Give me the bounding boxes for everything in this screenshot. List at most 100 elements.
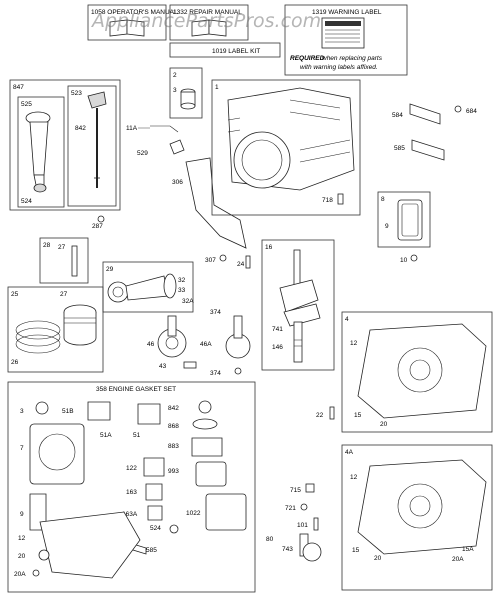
sump-gasket — [39, 511, 141, 579]
cam-gear — [157, 315, 187, 358]
gasket-label-20: 20 — [18, 553, 26, 560]
box-28: 28 27 — [39, 237, 89, 284]
label-27a: 27 — [58, 244, 66, 251]
cylinder-block — [227, 87, 355, 191]
label-306: 306 — [172, 179, 183, 186]
gasket-label-993: 993 — [168, 468, 179, 475]
box-8: 8 9 — [377, 191, 431, 248]
bushing-part — [180, 88, 196, 110]
label-684: 684 — [466, 108, 477, 115]
gasket-label-1022: 1022 — [186, 510, 201, 517]
box-4-label: 4 — [345, 316, 349, 323]
label-43: 43 — [159, 363, 167, 370]
label-26: 26 — [11, 359, 19, 366]
gasket-set-title: 358 ENGINE GASKET SET — [96, 386, 176, 393]
connecting-rod — [107, 273, 177, 303]
box-847: 847 525 523 842 524 — [9, 79, 121, 211]
label-33: 33 — [178, 287, 186, 294]
box-2: 2 3 — [169, 67, 203, 119]
box-25: 25 27 26 — [7, 286, 104, 373]
gasket-label-163a: 163A — [122, 511, 138, 518]
gasket-label-163: 163 — [126, 489, 137, 496]
piston — [63, 304, 97, 346]
label-741: 741 — [272, 326, 283, 333]
crankshaft — [279, 249, 321, 363]
label-15b: 15 — [352, 547, 360, 554]
label-584: 584 — [392, 112, 403, 119]
label-287: 287 — [92, 223, 103, 230]
box-29-label: 29 — [106, 266, 114, 273]
operators-manual-panel: 1058 OPERATOR'S MANUAL — [87, 4, 178, 41]
label-715: 715 — [290, 487, 301, 494]
required-text: REQUIRED — [290, 55, 325, 62]
label-11a: 11A — [126, 125, 138, 132]
box-847-label: 847 — [13, 84, 24, 91]
label-20a: 20 — [380, 421, 388, 428]
label-32a: 32A — [182, 298, 194, 305]
book-icon — [191, 19, 227, 37]
box-25-label: 25 — [11, 291, 19, 298]
warning-label-icon — [321, 17, 365, 49]
piston-rings — [15, 320, 61, 354]
head-gasket — [29, 423, 85, 485]
label-374b: 374 — [210, 370, 221, 377]
operators-manual-title: 1058 OPERATOR'S MANUAL — [91, 9, 178, 16]
box-4a: 4A 12 15 20 15A 20A — [341, 444, 493, 591]
box-2-label: 2 — [173, 72, 177, 79]
label-524: 524 — [21, 198, 32, 205]
label-kit-title: 1019 LABEL KIT — [212, 48, 260, 55]
gasket-label-12: 12 — [18, 535, 26, 542]
label-3: 3 — [173, 87, 177, 94]
label-101: 101 — [297, 522, 308, 529]
box-16: 16 741 146 — [261, 239, 335, 371]
label-12b: 12 — [350, 474, 358, 481]
label-27b: 27 — [60, 291, 68, 298]
gasket-label-122: 122 — [126, 465, 137, 472]
box-4a-label: 4A — [345, 449, 354, 456]
warning-label-panel: 1319 WARNING LABEL REQUIRED when replaci… — [284, 4, 408, 76]
box-29: 29 32 33 32A — [102, 261, 194, 313]
repair-manual-title: 1332 REPAIR MANUAL — [173, 9, 242, 16]
oil-fill-tube — [25, 111, 51, 193]
label-718: 718 — [322, 197, 333, 204]
box-4: 4 12 15 20 — [341, 311, 493, 433]
box-28-label: 28 — [43, 242, 51, 249]
gasket-label-20a: 20A — [14, 571, 26, 578]
box-8-label: 8 — [381, 196, 385, 203]
label-842: 842 — [75, 125, 86, 132]
label-743: 743 — [282, 546, 293, 553]
gasket-label-51a: 51A — [100, 432, 112, 439]
gasket-label-524: 524 — [150, 525, 161, 532]
repair-manual-panel: 1332 REPAIR MANUAL — [169, 4, 249, 41]
label-32: 32 — [178, 277, 186, 284]
svg-text:REQUIRED: REQUIRED — [290, 55, 325, 62]
engine-sump — [357, 323, 487, 419]
watermark: AppliancePartsPros.com — [90, 10, 321, 32]
label-307: 307 — [205, 257, 216, 264]
gasket-label-9: 9 — [20, 511, 24, 518]
dipstick — [87, 91, 107, 188]
engine-sump-4a — [357, 459, 487, 555]
required-line1: when replacing parts — [322, 55, 383, 62]
label-585: 585 — [394, 145, 405, 152]
air-guide-bracket — [185, 157, 247, 249]
label-721: 721 — [285, 505, 296, 512]
label-15ab: 15A — [462, 546, 474, 553]
book-icon — [109, 19, 145, 37]
label-46: 46 — [147, 341, 155, 348]
box-1: 1 718 — [211, 79, 361, 216]
label-529: 529 — [137, 150, 148, 157]
gasket-label-7: 7 — [20, 445, 24, 452]
required-line2: with warning labels affixed. — [300, 64, 378, 71]
oil-pump-gear — [299, 533, 322, 562]
box-1-label: 1 — [215, 84, 219, 91]
label-80: 80 — [266, 536, 274, 543]
label-24: 24 — [237, 261, 245, 268]
gasket-label-51: 51 — [133, 432, 141, 439]
label-15a: 15 — [354, 412, 362, 419]
gasket-label-585: 585 — [146, 547, 157, 554]
label-22: 22 — [316, 412, 324, 419]
label-20b: 20 — [374, 555, 382, 562]
gasket-label-842: 842 — [168, 405, 179, 412]
